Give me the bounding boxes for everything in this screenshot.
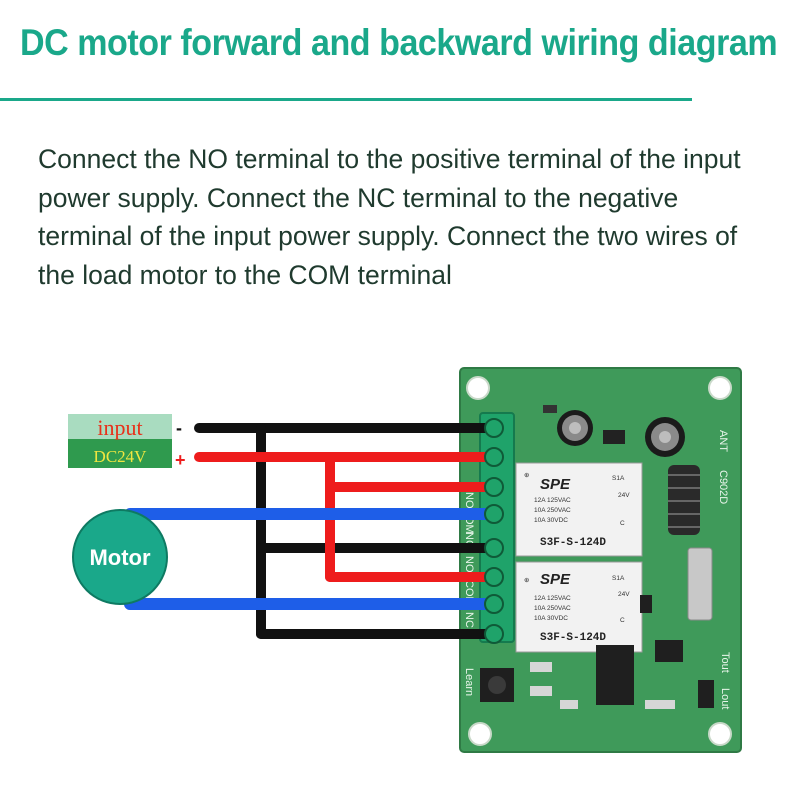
motor-badge: Motor: [72, 509, 168, 605]
diode: [640, 595, 652, 613]
terminal-screw: [484, 594, 504, 614]
relay-board: ANT C902D ⊕ SPE S1A 24V 12A 125VAC 10A 2…: [459, 367, 742, 753]
antenna-label: ANT: [717, 430, 729, 452]
resistor: [530, 662, 552, 672]
relay-rating: 10A 250VAC: [534, 507, 571, 514]
relay-code: S1A: [612, 575, 625, 582]
tout-label: Tout: [719, 652, 731, 673]
smd-part: [543, 405, 557, 413]
capacitor: [645, 417, 685, 457]
relay-rating: 10A 250VAC: [534, 605, 571, 612]
relay-brand: SPE: [540, 571, 571, 588]
transistor: [603, 430, 625, 444]
instruction-text: Connect the NO terminal to the positive …: [38, 144, 741, 290]
relay-contact: C: [620, 617, 625, 624]
relay-coil: 24V: [618, 492, 630, 499]
input-power-label: input DC24V: [68, 414, 172, 468]
svg-text:⊕: ⊕: [524, 577, 530, 584]
relay-contact: C: [620, 520, 625, 527]
terminal-screw: [484, 624, 504, 644]
antenna-coil: [668, 465, 700, 535]
terminal-screw: [484, 418, 504, 438]
relay-rating: 10A 30VDC: [534, 517, 568, 524]
svg-text:⊕: ⊕: [524, 472, 530, 479]
terminal-screw: [484, 477, 504, 497]
negative-sign: -: [176, 418, 182, 438]
relay-coil: 24V: [618, 591, 630, 598]
resistor: [645, 700, 675, 709]
jumper-header: [698, 680, 714, 708]
mount-hole: [466, 376, 490, 400]
input-label-text: input: [97, 415, 142, 440]
learn-label: Learn: [463, 668, 475, 696]
ic-chip: [596, 645, 634, 705]
relay-code: S1A: [612, 475, 625, 482]
terminal-label: NC: [463, 612, 475, 628]
resistor: [530, 686, 552, 696]
terminal-screw: [484, 538, 504, 558]
module-label: C902D: [717, 470, 729, 504]
terminal-label: NO: [463, 556, 475, 573]
mount-hole: [468, 722, 492, 746]
relay-rating: 12A 125VAC: [534, 497, 571, 504]
relay-1: ⊕ SPE S1A 24V 12A 125VAC 10A 250VAC 10A …: [515, 462, 643, 557]
mount-hole: [708, 376, 732, 400]
diagram-title: DC motor forward and backward wiring dia…: [20, 22, 778, 63]
capacitor: [557, 410, 593, 446]
learn-button-cap: [488, 676, 506, 694]
crystal-oscillator: [687, 547, 713, 621]
relay-rating: 12A 125VAC: [534, 595, 571, 602]
ic-chip: [655, 640, 683, 662]
relay-rating: 10A 30VDC: [534, 615, 568, 622]
motor-label: Motor: [89, 545, 151, 570]
resistor: [560, 700, 578, 709]
title-underline: [0, 98, 692, 101]
mount-hole: [708, 722, 732, 746]
relay-brand: SPE: [540, 476, 571, 493]
wires: [124, 423, 501, 639]
relay-model: S3F-S-124D: [540, 632, 606, 644]
terminal-screw: [484, 447, 504, 467]
terminal-screws: [484, 418, 504, 644]
relay-2: ⊕ SPE S1A 24V 12A 125VAC 10A 250VAC 10A …: [515, 561, 643, 653]
terminal-screw: [484, 567, 504, 587]
positive-sign: +: [175, 450, 186, 470]
terminal-label: NO: [463, 492, 475, 509]
terminal-labels: NO COM NC NO COM NC: [463, 492, 475, 628]
lout-label: Lout: [719, 688, 731, 709]
relay-model: S3F-S-124D: [540, 537, 606, 549]
terminal-screw: [484, 504, 504, 524]
input-voltage-text: DC24V: [94, 447, 148, 466]
